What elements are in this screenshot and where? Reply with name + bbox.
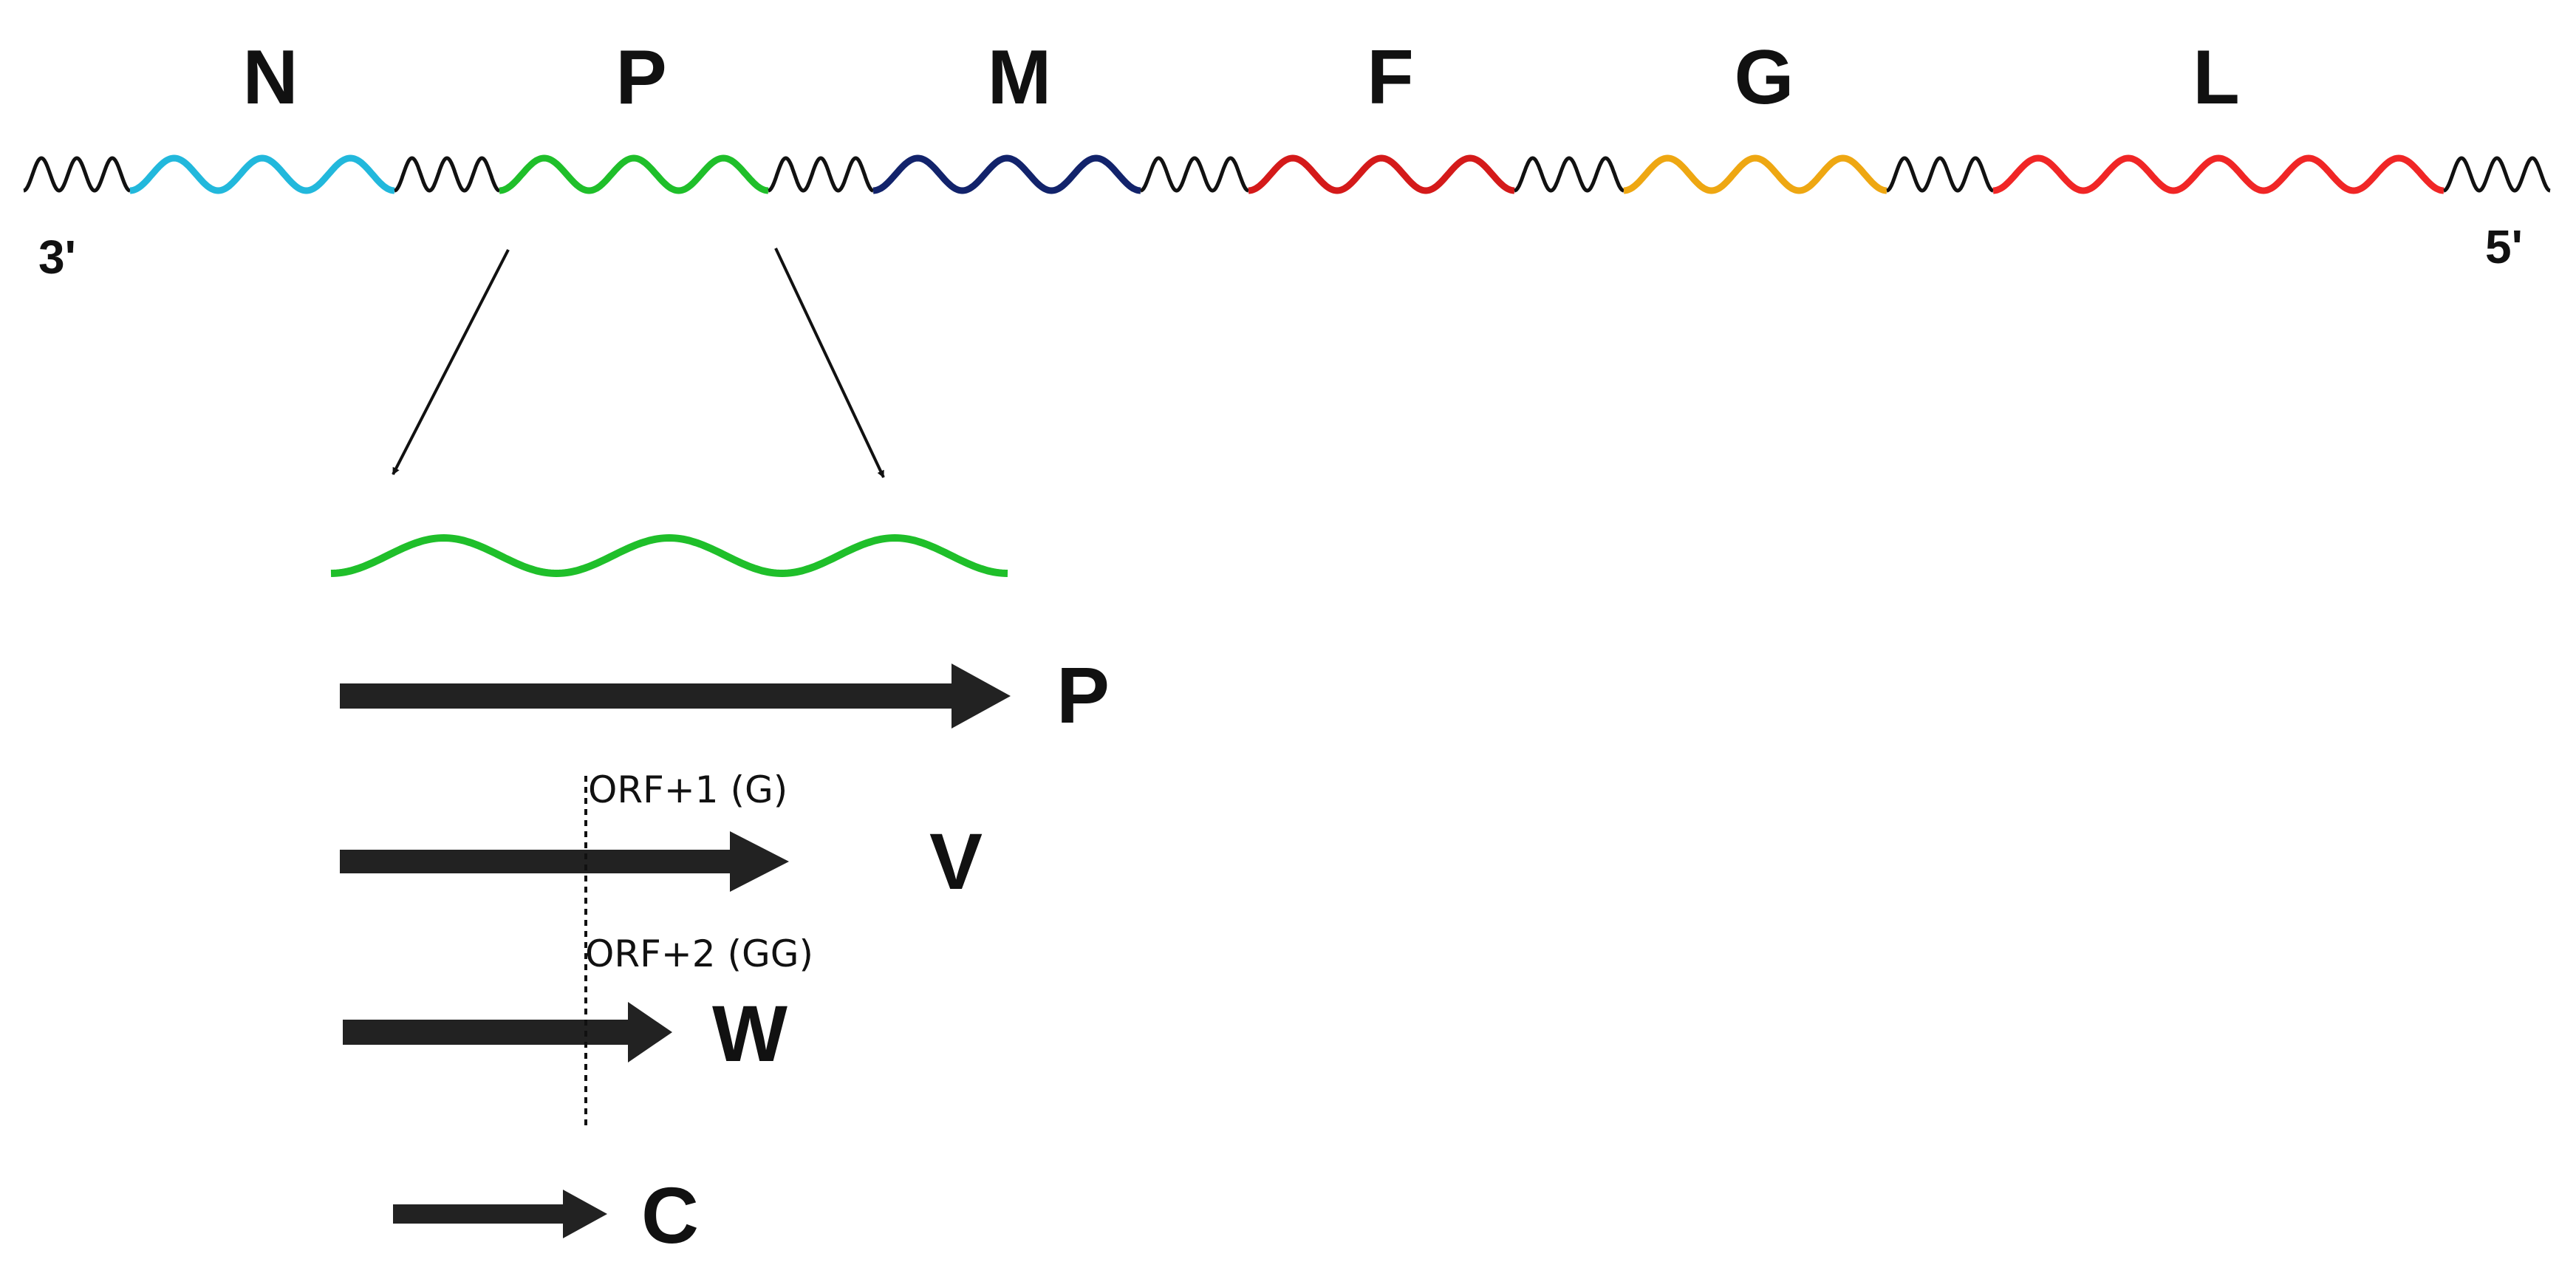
gene-segment-g xyxy=(1623,154,1887,194)
five-prime-end-label: 5' xyxy=(2485,220,2523,273)
product-arrow-p xyxy=(340,664,1011,729)
intergenic-spacer xyxy=(2443,156,2551,193)
genome-strand xyxy=(23,154,2551,194)
gene-label-f: F xyxy=(1367,35,1414,120)
intergenic-spacer xyxy=(23,156,131,193)
orf-note-v: ORF+1 (G) xyxy=(588,768,788,811)
gene-label-n: N xyxy=(242,35,298,120)
gene-label-m: M xyxy=(988,35,1052,120)
intergenic-spacer xyxy=(1886,156,1994,193)
gene-label-l: L xyxy=(2193,35,2240,120)
expanded-p-gene xyxy=(330,533,1008,578)
product-label-p: P xyxy=(1056,650,1110,740)
three-prime-end-label: 3' xyxy=(38,231,76,284)
gene-segment-m xyxy=(872,154,1141,194)
product-label-c: C xyxy=(641,1170,699,1260)
gene-label-g: G xyxy=(1735,35,1794,120)
intergenic-spacer xyxy=(394,156,500,193)
product-arrow-v xyxy=(340,831,789,892)
expand-arrow-right xyxy=(774,248,885,478)
gene-segment-p xyxy=(499,154,769,194)
intergenic-spacer xyxy=(1514,156,1624,193)
product-arrow-w xyxy=(343,1002,672,1063)
gene-segment-l xyxy=(1992,154,2445,194)
gene-segment-f xyxy=(1248,154,1515,194)
intergenic-spacer xyxy=(768,156,874,193)
expand-arrow-left xyxy=(392,249,510,475)
intergenic-spacer xyxy=(1140,156,1249,193)
product-arrow-c xyxy=(393,1190,607,1238)
gene-segment-n xyxy=(129,154,395,194)
orf-note-w: ORF+2 (GG) xyxy=(585,932,813,975)
gene-label-p: P xyxy=(615,35,666,120)
product-label-w: W xyxy=(712,989,788,1078)
product-label-v: V xyxy=(929,816,983,906)
